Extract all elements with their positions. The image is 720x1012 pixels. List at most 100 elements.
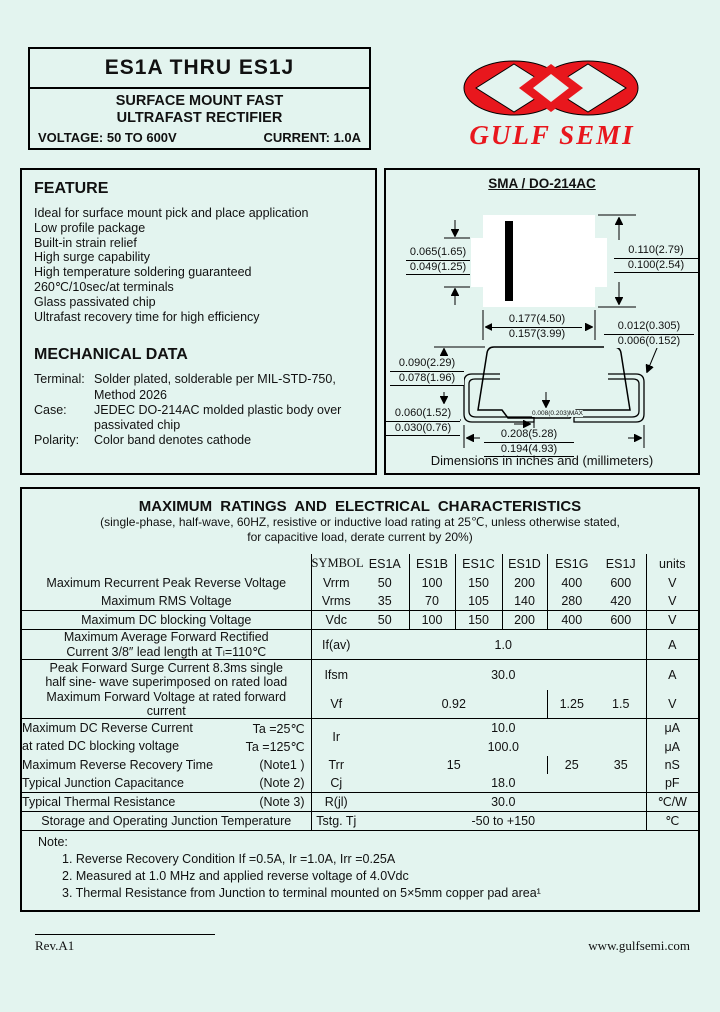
value-cell: 70 — [408, 592, 455, 611]
dim-foot-length: 0.060(1.52) 0.030(0.76) — [386, 407, 460, 436]
value-cell: 600 — [610, 575, 632, 590]
header-es1d: ES1D — [501, 554, 547, 573]
unit-cell: nS — [645, 755, 698, 774]
header-units: units — [645, 554, 698, 573]
unit-cell: V — [645, 573, 698, 592]
note-item: 1. Reverse Recovery Condition If =0.5A, … — [62, 852, 396, 866]
value-cell: 400 — [546, 610, 596, 630]
value-cell: 200 — [501, 610, 547, 630]
dim-lead-thickness: 0.012(0.305) 0.006(0.152) — [604, 320, 694, 348]
symbol-cell: Tstg. Tj — [310, 811, 361, 831]
case-value-cont: passivated chip — [94, 417, 181, 432]
param-line: Maximum Forward Voltage at rated forward — [46, 689, 287, 704]
polarity-label: Polarity: — [34, 433, 80, 448]
param-cell: Maximum Forward Voltage at rated forward… — [22, 689, 311, 719]
unit-cell: ℃/W — [645, 792, 698, 812]
value-cell: 1.0 — [361, 629, 646, 660]
value-cell: 600 — [596, 610, 646, 630]
value-cell: 100 — [408, 573, 455, 592]
param-line: Current 3/8″ lead length at Tₗ=110℃ — [66, 645, 267, 659]
feature-item: High surge capability — [34, 250, 151, 265]
symbol-cell: Ir — [310, 718, 361, 756]
feature-item: Ideal for surface mount pick and place a… — [34, 206, 309, 220]
header-es1c: ES1C — [454, 554, 502, 573]
footnote-rule — [35, 934, 215, 935]
value-cell: 1.25 — [546, 689, 596, 719]
dim-value: 0.006(0.152) — [617, 334, 681, 347]
param-cell: Maximum Average Forward Rectified Curren… — [22, 629, 311, 660]
table-row-rth: Typical Thermal Resistance (Note 3) R(jl… — [22, 792, 698, 812]
value-cell: 50 — [377, 575, 392, 590]
param-note-ref: (Note 3) — [259, 794, 305, 809]
unit-cell: V — [645, 592, 698, 611]
package-outline-section: SMA / DO-214AC 0.065(1.65) 0.049(1.25) 0… — [384, 168, 700, 475]
feature-item: Built-in strain relief — [34, 235, 137, 250]
case-value: JEDEC DO-214AC molded plastic body over — [94, 402, 342, 417]
package-title: SMA / DO-214AC — [488, 176, 596, 191]
param-cell: Maximum DC Reverse Current Ta =25℃ — [22, 719, 311, 738]
dim-value: 0.100(2.54) — [614, 259, 698, 273]
notes-section: Note: 1. Reverse Recovery Condition If =… — [38, 834, 541, 902]
dim-body-height: 0.110(2.79) 0.100(2.54) — [614, 244, 698, 273]
value-cell: 1.5 — [596, 689, 646, 719]
param-line: Maximum Reverse Recovery Time — [22, 757, 214, 772]
dim-standoff: 0.008(0.203)MAX — [532, 410, 583, 417]
header-es1a: ES1A — [368, 556, 401, 571]
note-title: Note: — [38, 835, 68, 849]
package-outline-drawing-icon — [434, 214, 663, 448]
unit-cell: V — [645, 689, 698, 719]
table-row-ir-125: at rated DC blocking voltage Ta =125℃ 10… — [22, 737, 698, 756]
table-row-vf: Maximum Forward Voltage at rated forward… — [22, 689, 698, 719]
param-cell: Maximum Recurrent Peak Reverse Voltage — [46, 575, 287, 590]
param-cell: Maximum Reverse Recovery Time (Note1 ) — [22, 756, 311, 774]
value-cell: 150 — [454, 573, 502, 592]
dim-value: 0.078(1.96) — [390, 372, 464, 386]
dim-value: 0.208(5.28) — [484, 428, 574, 443]
current-rating: CURRENT: 1.0A — [263, 130, 361, 145]
terminal-label: Terminal: — [34, 372, 85, 387]
feature-section: FEATURE Ideal for surface mount pick and… — [20, 168, 377, 475]
symbol-cell: Cj — [310, 773, 361, 793]
param-line: half sine- wave superimposed on rated lo… — [45, 674, 288, 689]
value-cell: -50 to +150 — [361, 811, 646, 831]
dim-value: 0.012(0.305) — [604, 320, 694, 335]
feature-item: 260℃/10sec/at terminals — [34, 279, 174, 294]
dim-value: 0.030(0.76) — [386, 422, 460, 436]
dim-value: 0.060(1.52) — [386, 407, 460, 422]
dim-value: 0.157(3.99) — [508, 327, 566, 340]
value-cell: 140 — [501, 592, 547, 611]
value-cell: 280 — [546, 592, 596, 611]
header-es1g: ES1G — [546, 554, 596, 573]
symbol-cell: Vf — [310, 689, 361, 719]
value-cell: 35 — [361, 592, 409, 611]
table-row-vrms: Maximum RMS Voltage Vrms 35 70 105 140 2… — [22, 592, 698, 611]
param-cell: at rated DC blocking voltage Ta =125℃ — [22, 738, 311, 756]
product-subtitle-1: SURFACE MOUNT FAST — [115, 93, 284, 109]
symbol-cell: Vdc — [310, 610, 361, 630]
param-cell: Typical Junction Capacitance (Note 2) — [22, 773, 311, 793]
param-line: Peak Forward Surge Current 8.3ms single — [49, 660, 283, 675]
dim-tab-height: 0.065(1.65) 0.049(1.25) — [406, 246, 470, 275]
dim-value: 0.065(1.65) — [406, 246, 470, 261]
value-cell: 0.92 — [361, 689, 547, 719]
value-cell: 50 — [361, 610, 409, 630]
table-row-vdc: Maximum DC blocking Voltage Vdc 50 100 1… — [22, 610, 698, 630]
note-item: 3. Thermal Resistance from Junction to t… — [62, 886, 541, 900]
terminal-value: Solder plated, solderable per MIL-STD-75… — [94, 372, 336, 387]
unit-cell: ℃ — [645, 811, 698, 831]
feature-item: Low profile package — [34, 220, 146, 235]
param-cell: Typical Thermal Resistance (Note 3) — [22, 792, 311, 812]
param-condition: Ta =25℃ — [252, 721, 305, 736]
param-condition: Ta =125℃ — [245, 740, 305, 754]
param-note-ref: (Note1 ) — [259, 757, 305, 772]
value-cell: 18.0 — [361, 773, 646, 793]
value-cell: 10.0 — [491, 721, 516, 736]
value-cell: 200 — [501, 573, 547, 592]
symbol-cell: Vrrm — [310, 573, 361, 592]
terminal-value-cont: Method 2026 — [94, 387, 167, 402]
mechanical-title: MECHANICAL DATA — [34, 346, 188, 364]
header-empty-cell — [22, 554, 311, 573]
param-cell: Maximum RMS Voltage — [22, 592, 311, 611]
value-cell: 150 — [454, 610, 502, 630]
unit-cell: μA — [645, 718, 698, 738]
